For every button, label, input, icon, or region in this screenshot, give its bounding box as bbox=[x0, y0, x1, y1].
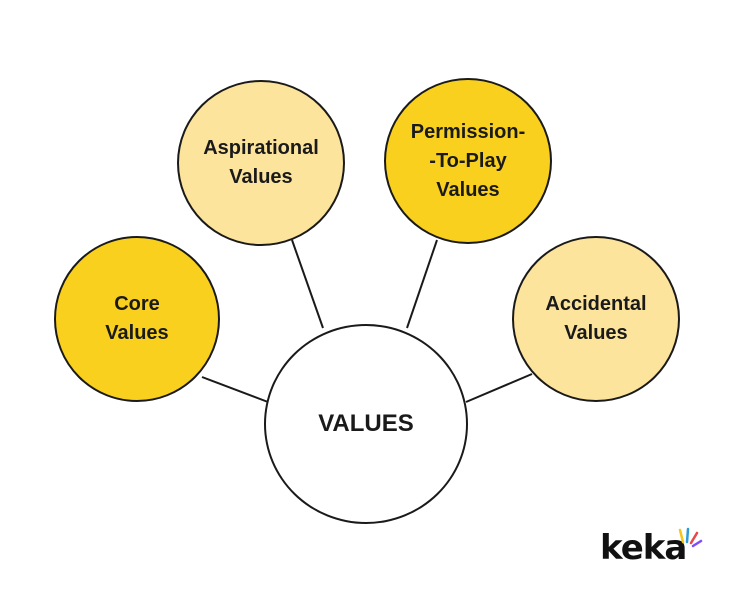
sparkle-icon bbox=[678, 527, 703, 548]
node-aspirational-values: Aspirational Values bbox=[177, 80, 345, 246]
center-label: VALUES bbox=[318, 410, 414, 437]
connector-accidental bbox=[465, 373, 533, 403]
connector-aspirational bbox=[291, 239, 324, 329]
node-permission-to-play-values: Permission- -To-Play Values bbox=[384, 78, 552, 244]
logo-text: keka bbox=[600, 528, 687, 568]
node-accidental-values: Accidental Values bbox=[512, 236, 680, 402]
node-accidental-label: Accidental Values bbox=[545, 293, 647, 344]
node-core-label: Core Values bbox=[105, 293, 169, 344]
node-permission-to-play-label: Permission- -To-Play Values bbox=[410, 120, 526, 201]
connector-permission-to-play bbox=[406, 239, 438, 329]
node-aspirational-label: Aspirational Values bbox=[203, 137, 319, 188]
node-core-values: Core Values bbox=[54, 236, 220, 402]
center-node: VALUES bbox=[264, 324, 468, 524]
keka-logo: keka bbox=[600, 527, 710, 574]
connector-core bbox=[201, 376, 269, 403]
